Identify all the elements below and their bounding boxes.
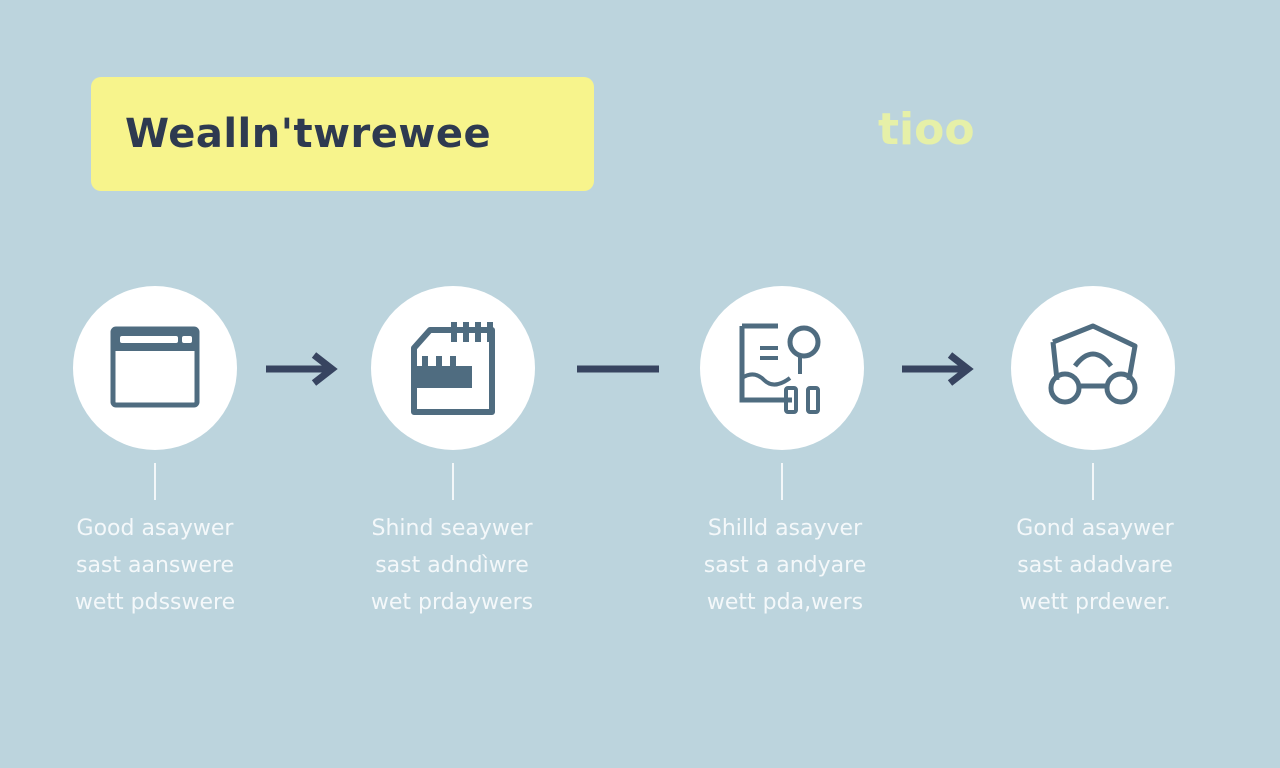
step-1-circle — [73, 286, 237, 450]
desc-line: wett pdsswere — [74, 590, 236, 615]
title-banner: Wealln'twrewee — [91, 77, 594, 191]
step-1-description: Good asaywer sast aanswere wett pdsswere — [25, 510, 285, 621]
connector-line — [577, 365, 659, 373]
arrow-right-icon — [902, 352, 974, 386]
cart-cycle-icon — [1048, 323, 1138, 405]
desc-line: Gond asaywer — [1016, 516, 1174, 541]
desc-line: sast adndìwre — [375, 553, 529, 578]
desc-line: sast adadvare — [1017, 553, 1173, 578]
sd-card-icon — [411, 322, 495, 415]
desc-line: Shilld asayver — [707, 516, 863, 541]
desc-line: Shind seaywer — [371, 516, 533, 541]
desc-line: Good asaywer — [76, 516, 234, 541]
desc-line: wet prdaywers — [370, 590, 534, 615]
desc-line: sast a andyare — [703, 553, 867, 578]
desc-line: wett pda,wers — [706, 590, 864, 615]
tag-label: tioo — [878, 104, 975, 155]
desc-line: wett prdewer. — [1019, 590, 1171, 615]
divider — [1092, 463, 1094, 500]
step-3-description: Shilld asayver sast a andyare wett pda,w… — [655, 510, 915, 621]
arrow-right-icon — [266, 352, 338, 386]
document-search-icon — [739, 323, 821, 414]
desc-line: sast aanswere — [75, 553, 235, 578]
step-4-circle — [1011, 286, 1175, 450]
step-3-circle — [700, 286, 864, 450]
divider — [154, 463, 156, 500]
step-2-circle — [371, 286, 535, 450]
divider — [781, 463, 783, 500]
step-2-description: Shind seaywer sast adndìwre wet prdaywer… — [322, 510, 582, 621]
divider — [452, 463, 454, 500]
step-4-description: Gond asaywer sast adadvare wett prdewer. — [965, 510, 1225, 621]
page-title: Wealln'twrewee — [125, 111, 492, 157]
browser-window-icon — [110, 326, 200, 408]
